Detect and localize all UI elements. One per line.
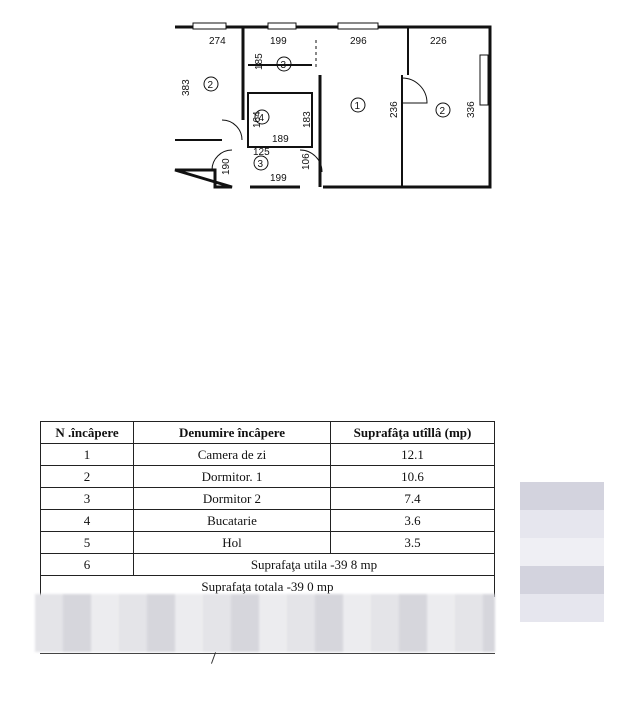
table-row-total-area: Suprafaţa totala -39 0 mp	[40, 575, 495, 597]
room-area: 3.5	[330, 531, 495, 554]
table-row: 3 Dormitor 2 7.4	[40, 487, 495, 510]
room-number-1: 1	[355, 101, 361, 112]
row-number: 5	[40, 531, 134, 554]
dim-164: 164	[252, 111, 263, 128]
dim-125: 125	[253, 147, 270, 158]
floor-plan: 274 199 296 226 383 185 164 189 183 236 …	[174, 22, 492, 189]
room-name: Hol	[133, 531, 331, 554]
col-header-name: Denumire încâpere	[133, 421, 331, 444]
room-area-table: N .încâpere Denumire încâpere Suprafâţa …	[40, 421, 495, 597]
row-number: 6	[40, 553, 134, 576]
row-number: 1	[40, 443, 134, 466]
table-row-usable-area: 6 Suprafaţa utila -39 8 mp	[40, 553, 495, 576]
row-number: 3	[40, 487, 134, 510]
room-number-3-bottom: 3	[258, 159, 264, 170]
dim-226: 226	[430, 36, 447, 47]
table-row: 2 Dormitor. 1 10.6	[40, 465, 495, 488]
room-area: 3.6	[330, 509, 495, 532]
room-area: 7.4	[330, 487, 495, 510]
dim-199-top: 199	[270, 36, 287, 47]
dim-336: 336	[466, 101, 477, 118]
dim-296: 296	[350, 36, 367, 47]
total-area-text: Suprafaţa totala -39 0 mp	[40, 575, 495, 597]
row-number: 2	[40, 465, 134, 488]
row-number: 4	[40, 509, 134, 532]
dim-236: 236	[389, 101, 400, 118]
dim-199-bottom: 199	[270, 173, 287, 184]
room-number-4: 4	[259, 113, 265, 124]
dim-190: 190	[221, 158, 232, 175]
usable-area-text: Suprafaţa utila -39 8 mp	[133, 553, 495, 576]
room-number-3-top: 3	[281, 60, 287, 71]
room-number-2-right: 2	[440, 106, 446, 117]
redacted-region	[35, 594, 495, 652]
room-name: Dormitor. 1	[133, 465, 331, 488]
room-area: 10.6	[330, 465, 495, 488]
redacted-region-right	[520, 482, 604, 622]
col-header-number: N .încâpere	[40, 421, 134, 444]
dim-106: 106	[301, 153, 312, 170]
dim-183: 183	[302, 111, 313, 128]
table-row: 5 Hol 3.5	[40, 531, 495, 554]
room-name: Dormitor 2	[133, 487, 331, 510]
table-row: 4 Bucatarie 3.6	[40, 509, 495, 532]
dim-274: 274	[209, 36, 226, 47]
dim-189: 189	[272, 134, 289, 145]
table-row: 1 Camera de zi 12.1	[40, 443, 495, 466]
room-number-2-left: 2	[208, 80, 214, 91]
dim-383: 383	[181, 79, 192, 96]
dim-185: 185	[254, 53, 265, 70]
col-header-area: Suprafâţa utîllâ (mp)	[330, 421, 495, 444]
room-area: 12.1	[330, 443, 495, 466]
room-name: Camera de zi	[133, 443, 331, 466]
room-name: Bucatarie	[133, 509, 331, 532]
table-header-row: N .încâpere Denumire încâpere Suprafâţa …	[40, 421, 495, 444]
table-bottom-line	[40, 653, 495, 654]
